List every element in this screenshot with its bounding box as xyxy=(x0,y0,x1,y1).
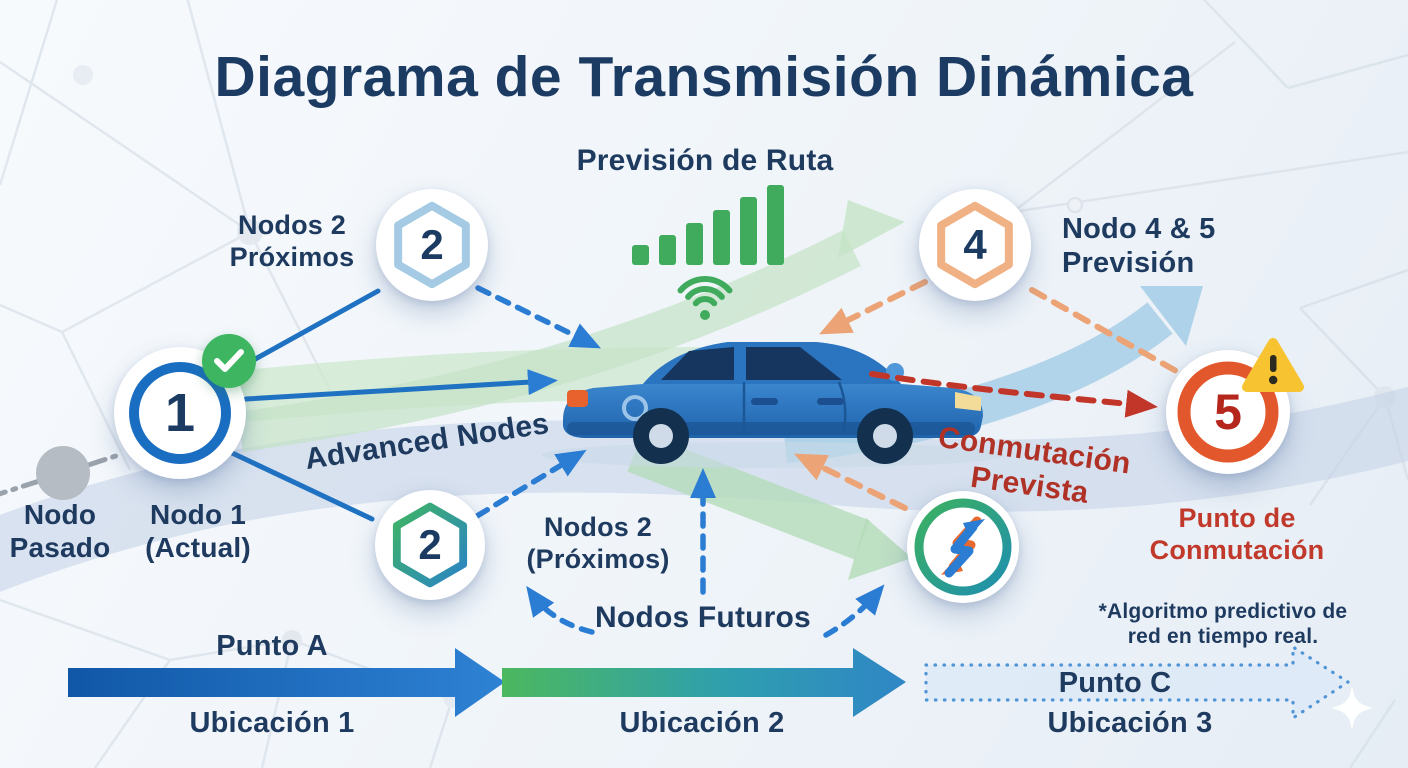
future-nodes-label: Nodos Futuros xyxy=(595,601,811,634)
node-number: 4 xyxy=(963,221,987,268)
node1-label: Nodo 1 (Actual) xyxy=(145,499,251,564)
node-number: 5 xyxy=(1214,384,1242,440)
arrow-green-location2 xyxy=(502,648,906,717)
dashed-connectors xyxy=(474,279,1181,638)
location3-label: Ubicación 3 xyxy=(1047,707,1213,739)
footnote: *Algoritmo predictivo de red en tiempo r… xyxy=(1098,600,1348,648)
dash-futuros-right xyxy=(823,584,885,638)
ring-icon xyxy=(129,362,231,464)
ring-icon xyxy=(1177,361,1279,463)
node-4: 4 xyxy=(919,189,1031,301)
warning-icon: ! xyxy=(1240,336,1306,396)
dash-futuros-left xyxy=(526,585,595,635)
node-1: 1 xyxy=(114,347,246,479)
node-number: 1 xyxy=(164,383,196,443)
dash-node2bottom-to-car xyxy=(474,449,587,519)
line-node1-to-node2top xyxy=(229,288,381,375)
location2-label: Ubicación 2 xyxy=(619,707,785,739)
green-band-to-node4 xyxy=(237,230,862,452)
switch-point-label: Punto de Conmutación xyxy=(1149,503,1325,565)
timeline-arrows xyxy=(68,645,1350,720)
dash-node2top-to-car xyxy=(475,285,601,349)
node2-top-label: Nodos 2 Próximos xyxy=(229,210,355,272)
node1-connectors xyxy=(227,288,558,522)
check-icon xyxy=(202,334,256,388)
hexagon-icon xyxy=(937,201,1013,289)
node-2-top: 2 xyxy=(376,189,488,301)
hexagon-icon xyxy=(392,502,468,588)
dash-node4-to-car xyxy=(819,279,928,335)
node-number: 2 xyxy=(418,521,442,568)
page-title: Diagrama de Transmisión Dinámica xyxy=(214,45,1194,109)
arrow-dashed-location3 xyxy=(924,645,1350,720)
point-a-label: Punto A xyxy=(216,630,328,662)
dash-car-to-node5 xyxy=(869,371,1158,418)
signal-bars-icon xyxy=(632,185,784,320)
arrow-node1-to-car xyxy=(243,369,558,402)
location1-label: Ubicación 1 xyxy=(189,707,355,739)
car-illustration xyxy=(541,342,1005,468)
past-node-group xyxy=(0,446,125,500)
dash-node4-to-node5 xyxy=(1029,287,1181,375)
node4-label: Nodo 4 & 5 Previsión xyxy=(1062,213,1216,280)
route-forecast-label: Previsión de Ruta xyxy=(576,144,834,177)
sparkle-icon xyxy=(1331,686,1373,730)
green-arrow-to-switch-head xyxy=(848,518,912,580)
dash-switch-to-car xyxy=(794,453,908,511)
switch-node xyxy=(907,491,1019,603)
line-node1-to-node2bottom xyxy=(227,449,375,522)
node4-feed-lines xyxy=(1012,41,1408,214)
node-number: 2 xyxy=(420,221,444,268)
node2-bottom-label: Nodos 2 (Próximos) xyxy=(526,512,670,574)
node-2-bottom: 2 xyxy=(375,490,485,600)
switch-icon xyxy=(914,498,1012,596)
past-node-dot xyxy=(36,446,90,500)
hexagon-icon xyxy=(394,201,470,289)
wifi-icon xyxy=(677,275,733,307)
past-node-label: Nodo Pasado xyxy=(9,499,111,564)
point-c-label: Punto C xyxy=(1058,667,1172,699)
arrow-blue-location1 xyxy=(68,648,505,717)
green-band-arrowhead xyxy=(838,200,905,258)
big-blue-arrow-head xyxy=(1140,286,1203,346)
